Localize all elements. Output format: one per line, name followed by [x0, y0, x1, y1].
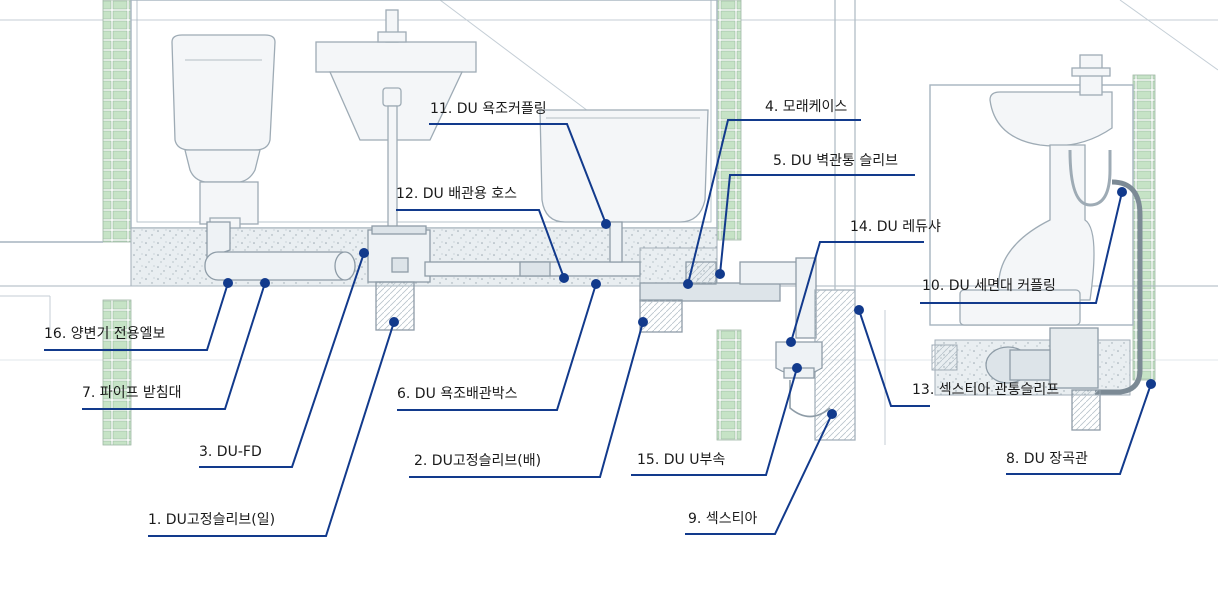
callout-8-label: 8. DU 장곡관 — [1006, 451, 1088, 467]
callout-7-label: 7. 파이프 받침대 — [82, 385, 182, 401]
callout-6-label: 6. DU 욕조배관박스 — [397, 386, 518, 402]
callout-5-label: 5. DU 벽관통 슬리브 — [773, 153, 899, 169]
callout-13-label: 13. 섹스티아 관통슬리프 — [912, 382, 1060, 398]
bathtub — [539, 109, 709, 223]
callout-9-label: 9. 섹스티아 — [688, 511, 758, 527]
leader-dots — [223, 187, 1156, 419]
pedestal-basin — [959, 54, 1113, 326]
callout-12-label: 12. DU 배관용 호스 — [396, 186, 518, 202]
washbasin — [315, 9, 477, 231]
callout-2-label: 2. DU고정슬리브(배) — [414, 453, 542, 469]
callout-14-label: 14. DU 레듀샤 — [850, 219, 941, 235]
callout-16-label: 16. 양변기 전용엘보 — [44, 326, 166, 342]
callout-10-label: 10. DU 세면대 커플링 — [922, 278, 1056, 294]
callout-3-label: 3. DU-FD — [199, 444, 262, 460]
callout-15-label: 15. DU U부속 — [637, 452, 726, 468]
callout-4-label: 4. 모래케이스 — [765, 99, 848, 115]
leader-lines — [44, 119, 1152, 537]
callout-11-label: 11. DU 욕조커플링 — [430, 101, 547, 117]
callout-1-label: 1. DU고정슬리브(일) — [148, 512, 276, 528]
toilet — [171, 34, 276, 229]
